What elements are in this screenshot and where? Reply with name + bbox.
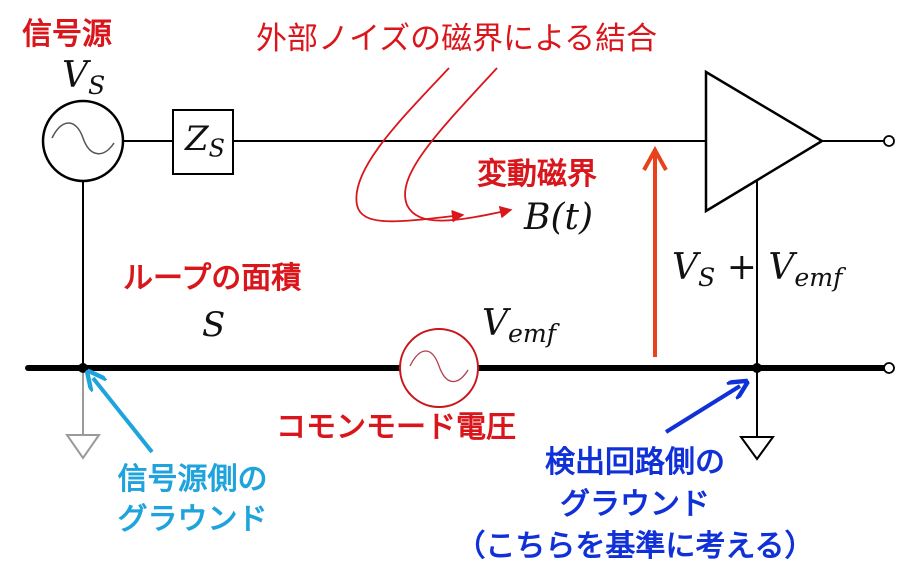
varying-field-label: 変動磁界 xyxy=(477,157,597,192)
source-ground-pointer-icon xyxy=(93,378,154,454)
junction-dot-source xyxy=(78,363,88,373)
detector-ground-line2: グラウンド xyxy=(560,487,710,522)
source-ground-icon xyxy=(65,373,101,460)
loop-area-symbol: S xyxy=(202,305,226,345)
junction-dot-detector xyxy=(752,363,762,373)
output-terminal xyxy=(883,135,895,147)
emf-source-icon xyxy=(399,328,479,408)
common-mode-label: コモンモード電圧 xyxy=(276,410,516,445)
vemf-sub: emf xyxy=(508,319,557,349)
source-ground-label: 信号源側の グラウンド xyxy=(100,460,285,540)
vs-sub: S xyxy=(88,71,106,101)
magnetic-coupling-arrows-icon xyxy=(355,67,513,223)
detector-ground-icon xyxy=(739,436,775,461)
noise-coupling-label: 外部ノイズの磁界による結合 xyxy=(256,21,658,57)
output-voltage-symbol: VS + Vemf xyxy=(672,247,843,293)
detector-ground-label: 検出回路側の グラウンド （こちらを基準に考える） xyxy=(445,442,825,568)
out-emf-sub: emf xyxy=(794,263,843,293)
zs-sub: S xyxy=(208,134,225,163)
amplifier-icon xyxy=(704,69,825,214)
out-vs-sub: S xyxy=(698,263,716,293)
detector-ground-pointer-icon xyxy=(664,386,740,434)
zs-main: Z xyxy=(185,119,209,159)
source-ground-line1: 信号源側の xyxy=(117,462,268,497)
out-vs-main: V xyxy=(672,247,698,288)
signal-source-icon xyxy=(41,99,125,183)
ground-terminal xyxy=(883,362,895,374)
detector-ground-line1: 検出回路側の xyxy=(545,445,725,480)
output-voltage-arrow-icon xyxy=(642,145,668,357)
out-emf-main: V xyxy=(768,247,795,288)
varying-field-symbol: B(t) xyxy=(524,197,594,238)
emf-symbol: Vemf xyxy=(482,303,557,349)
vs-main: V xyxy=(62,55,88,96)
detector-ground-line3: （こちらを基準に考える） xyxy=(455,529,815,564)
signal-source-label: 信号源 xyxy=(22,17,112,52)
vemf-main: V xyxy=(482,303,508,344)
source-ground-line2: グラウンド xyxy=(117,502,268,537)
loop-area-label: ループの面積 xyxy=(123,261,302,296)
signal-source-symbol: VS xyxy=(62,55,106,101)
source-impedance-symbol: ZS xyxy=(185,122,225,161)
plus-sign: + xyxy=(726,247,757,288)
